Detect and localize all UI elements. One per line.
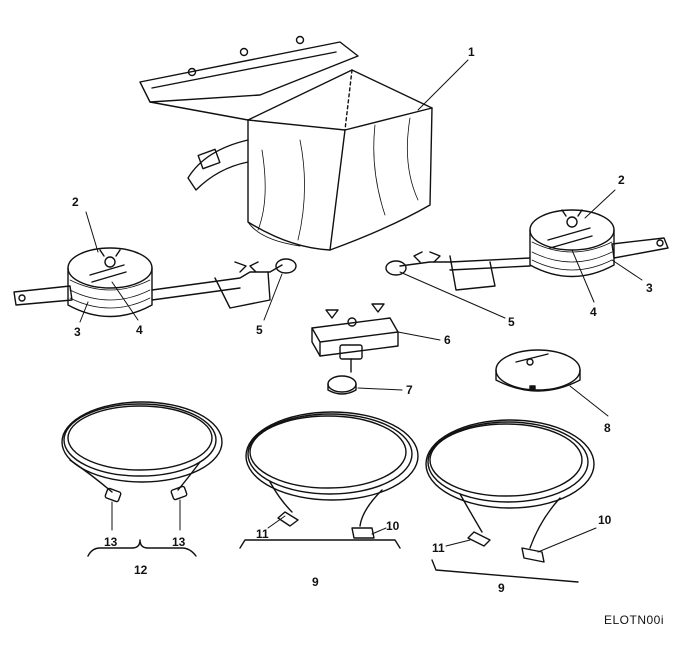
callout-11-middle-tip: 11	[256, 527, 269, 541]
splice-block	[311, 303, 399, 395]
callout-9-right-cable: 9	[498, 581, 505, 595]
callout-10-middle-plug: 10	[386, 519, 400, 533]
leader-lines	[79, 59, 643, 553]
callout-13-left-end-a: 13	[104, 535, 118, 549]
middle-cable-coil	[239, 411, 419, 549]
callout-9-middle-cable: 9	[312, 575, 319, 589]
right-cable-coil	[425, 419, 595, 583]
reel-cap	[495, 349, 581, 392]
callout-10-right-plug: 10	[598, 513, 612, 527]
left-reel	[13, 247, 297, 318]
callout-5-left-clamp: 5	[256, 323, 263, 337]
callout-7-connector: 7	[406, 383, 413, 397]
figure-id: ELOTN00i	[604, 613, 664, 627]
callout-12-left-cable: 12	[134, 563, 148, 577]
callout-13-left-end-b: 13	[172, 535, 186, 549]
callout-5-right-clamp: 5	[508, 315, 515, 329]
callout-1-bag: 1	[468, 45, 475, 59]
callout-4-right-reel: 4	[590, 305, 597, 319]
callout-2-left-reel: 2	[72, 195, 79, 209]
callout-8-cap: 8	[604, 421, 611, 435]
left-cable-coil	[61, 401, 223, 557]
callout-11-right-tip: 11	[432, 541, 445, 555]
callout-3-right-reel: 3	[646, 281, 653, 295]
callout-6-splice-block: 6	[444, 333, 451, 347]
right-reel	[385, 209, 669, 291]
callout-3-left-reel: 3	[74, 325, 81, 339]
callout-labels: 1 2 2 3 3 4 4 5 5 6 7 8 13 13 12 11 10 9…	[72, 45, 664, 627]
carrying-bag	[139, 35, 433, 251]
callout-4-left-reel: 4	[136, 323, 143, 337]
callout-2-right-reel: 2	[618, 173, 625, 187]
